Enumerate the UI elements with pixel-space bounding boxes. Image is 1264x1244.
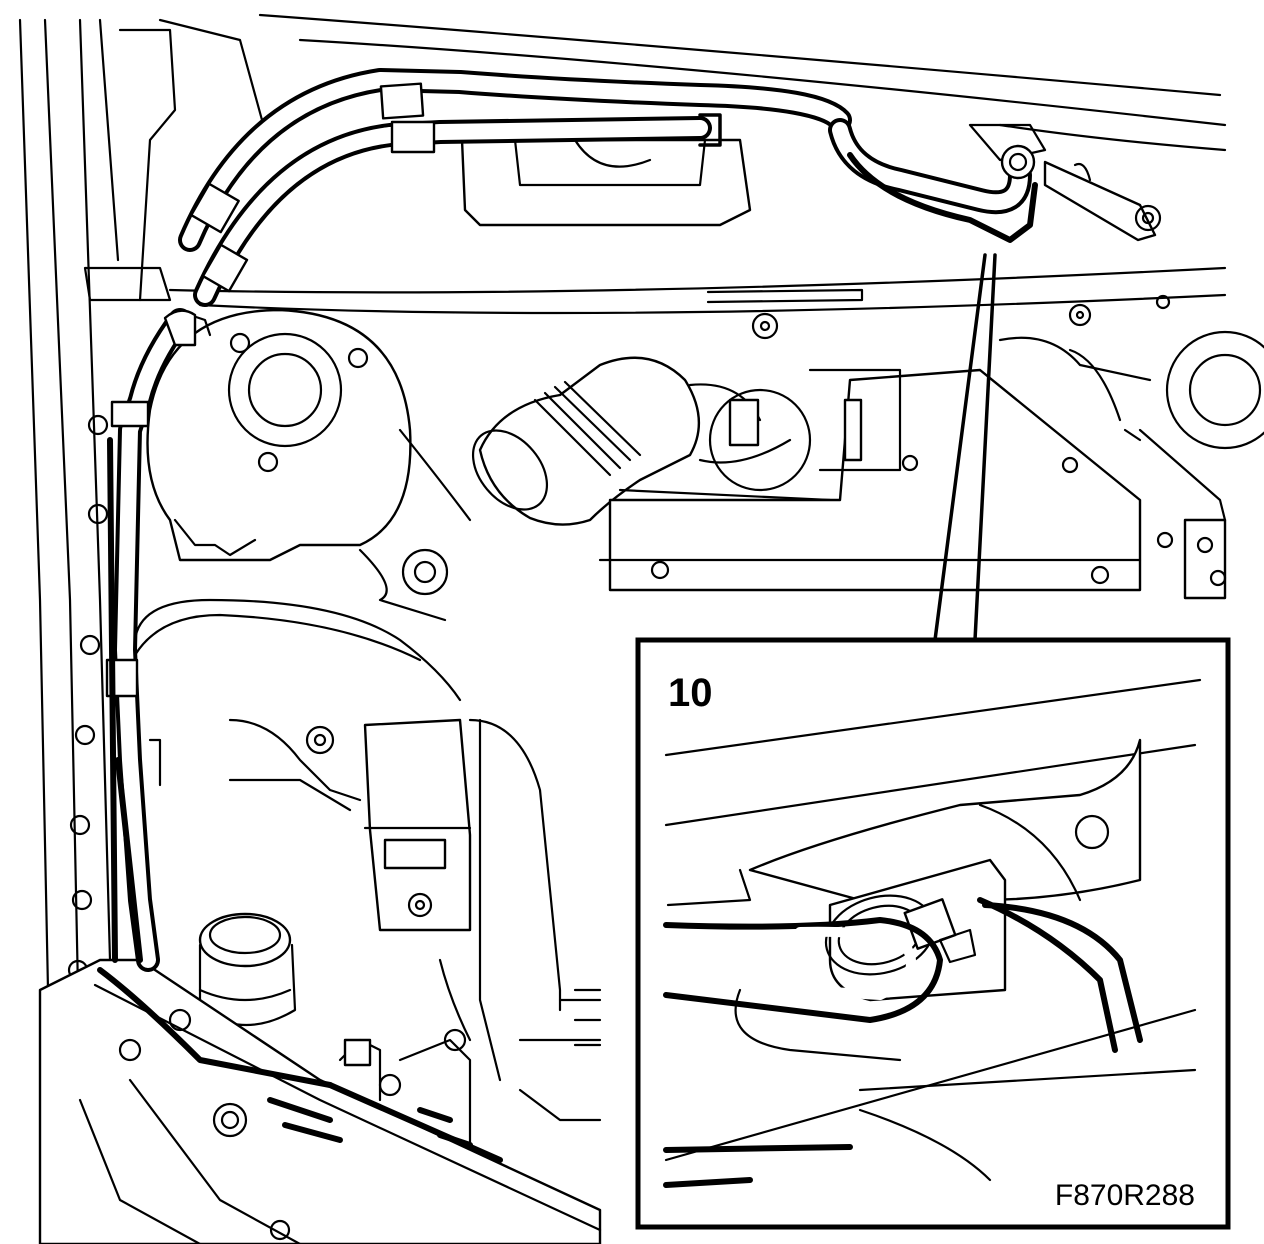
radiator-hoses [133,598,462,1026]
inset-drawing [663,678,1202,1188]
relay-box [363,718,562,1082]
lower-crossmember [38,958,602,1244]
engine-bay-drawing [18,13,1264,1244]
callout-leader [933,253,997,642]
intake-hose [471,356,832,526]
left-fender [18,18,264,992]
brake-pipe-upper [178,68,1162,307]
brake-pipe-left-vertical [97,308,503,1163]
detail-inset: 10 F870R288 [635,637,1231,1230]
cowl-panel [83,13,1227,340]
inset-label: 10 [668,671,713,715]
engine-components [598,330,1264,600]
strut-tower [146,308,472,622]
figure-code: F870R288 [1055,1179,1195,1212]
lower-components [338,958,602,1152]
